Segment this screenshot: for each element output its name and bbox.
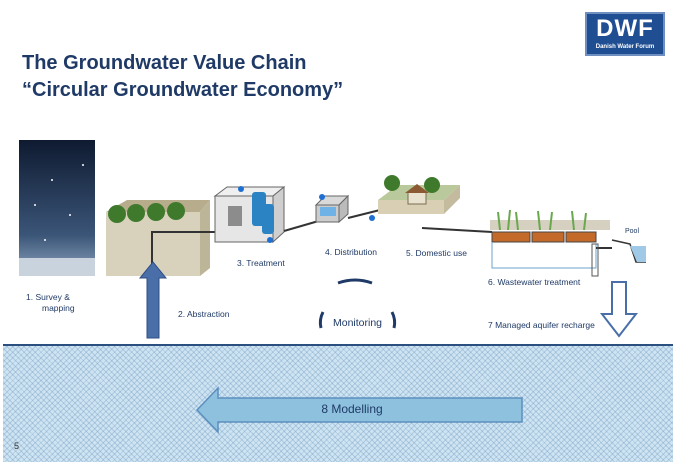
tree-icon (127, 204, 145, 222)
well-pipe (151, 231, 225, 274)
dwf-logo: DWF Danish Water Forum (585, 12, 665, 56)
logo-subtext: Danish Water Forum (595, 44, 655, 50)
tree-icon (424, 177, 440, 193)
distribution-reservoir (314, 194, 350, 224)
treatment-plant (213, 185, 286, 244)
step-wastewater-label: 6. Wastewater treatment (488, 277, 581, 287)
step-survey-label: 1. Survey & mapping (26, 292, 75, 314)
monitoring-label: Monitoring (333, 317, 383, 329)
recharge-arrow-icon (599, 281, 639, 338)
step-treatment-label: 3. Treatment (237, 258, 285, 268)
step-recharge-label: 7 Managed aquifer recharge (488, 320, 595, 330)
wastewater-plant (490, 209, 612, 277)
tree-icon (108, 205, 126, 223)
title-line-2: “Circular Groundwater Economy” (22, 79, 344, 101)
step-abstraction-label: 2. Abstraction (178, 309, 230, 319)
page-title: The Groundwater Value Chain “Circular Gr… (22, 50, 343, 104)
sewer-pipe (421, 227, 493, 233)
domestic-house (378, 175, 460, 214)
survey-photo (19, 140, 95, 276)
node-point (369, 215, 375, 221)
step-distribution-label: 4. Distribution (325, 247, 377, 257)
abstraction-arrow-icon (138, 261, 168, 339)
step-domestic-label: 5. Domestic use (406, 248, 467, 258)
pool (611, 239, 646, 263)
pool-label: Pool (625, 228, 640, 235)
step-survey-line-2: mapping (42, 303, 75, 313)
page-number: 5 (14, 441, 20, 451)
tree-icon (147, 203, 165, 221)
step-survey-line-1: 1. Survey & (26, 292, 70, 302)
modelling-label: 8 Modelling (321, 402, 383, 416)
tree-icon (384, 175, 400, 191)
abstraction-terrain (106, 200, 225, 276)
tree-icon (167, 202, 185, 220)
title-line-1: The Groundwater Value Chain (22, 52, 307, 74)
logo-text: DWF (596, 15, 654, 42)
supply-pipe (347, 209, 381, 219)
